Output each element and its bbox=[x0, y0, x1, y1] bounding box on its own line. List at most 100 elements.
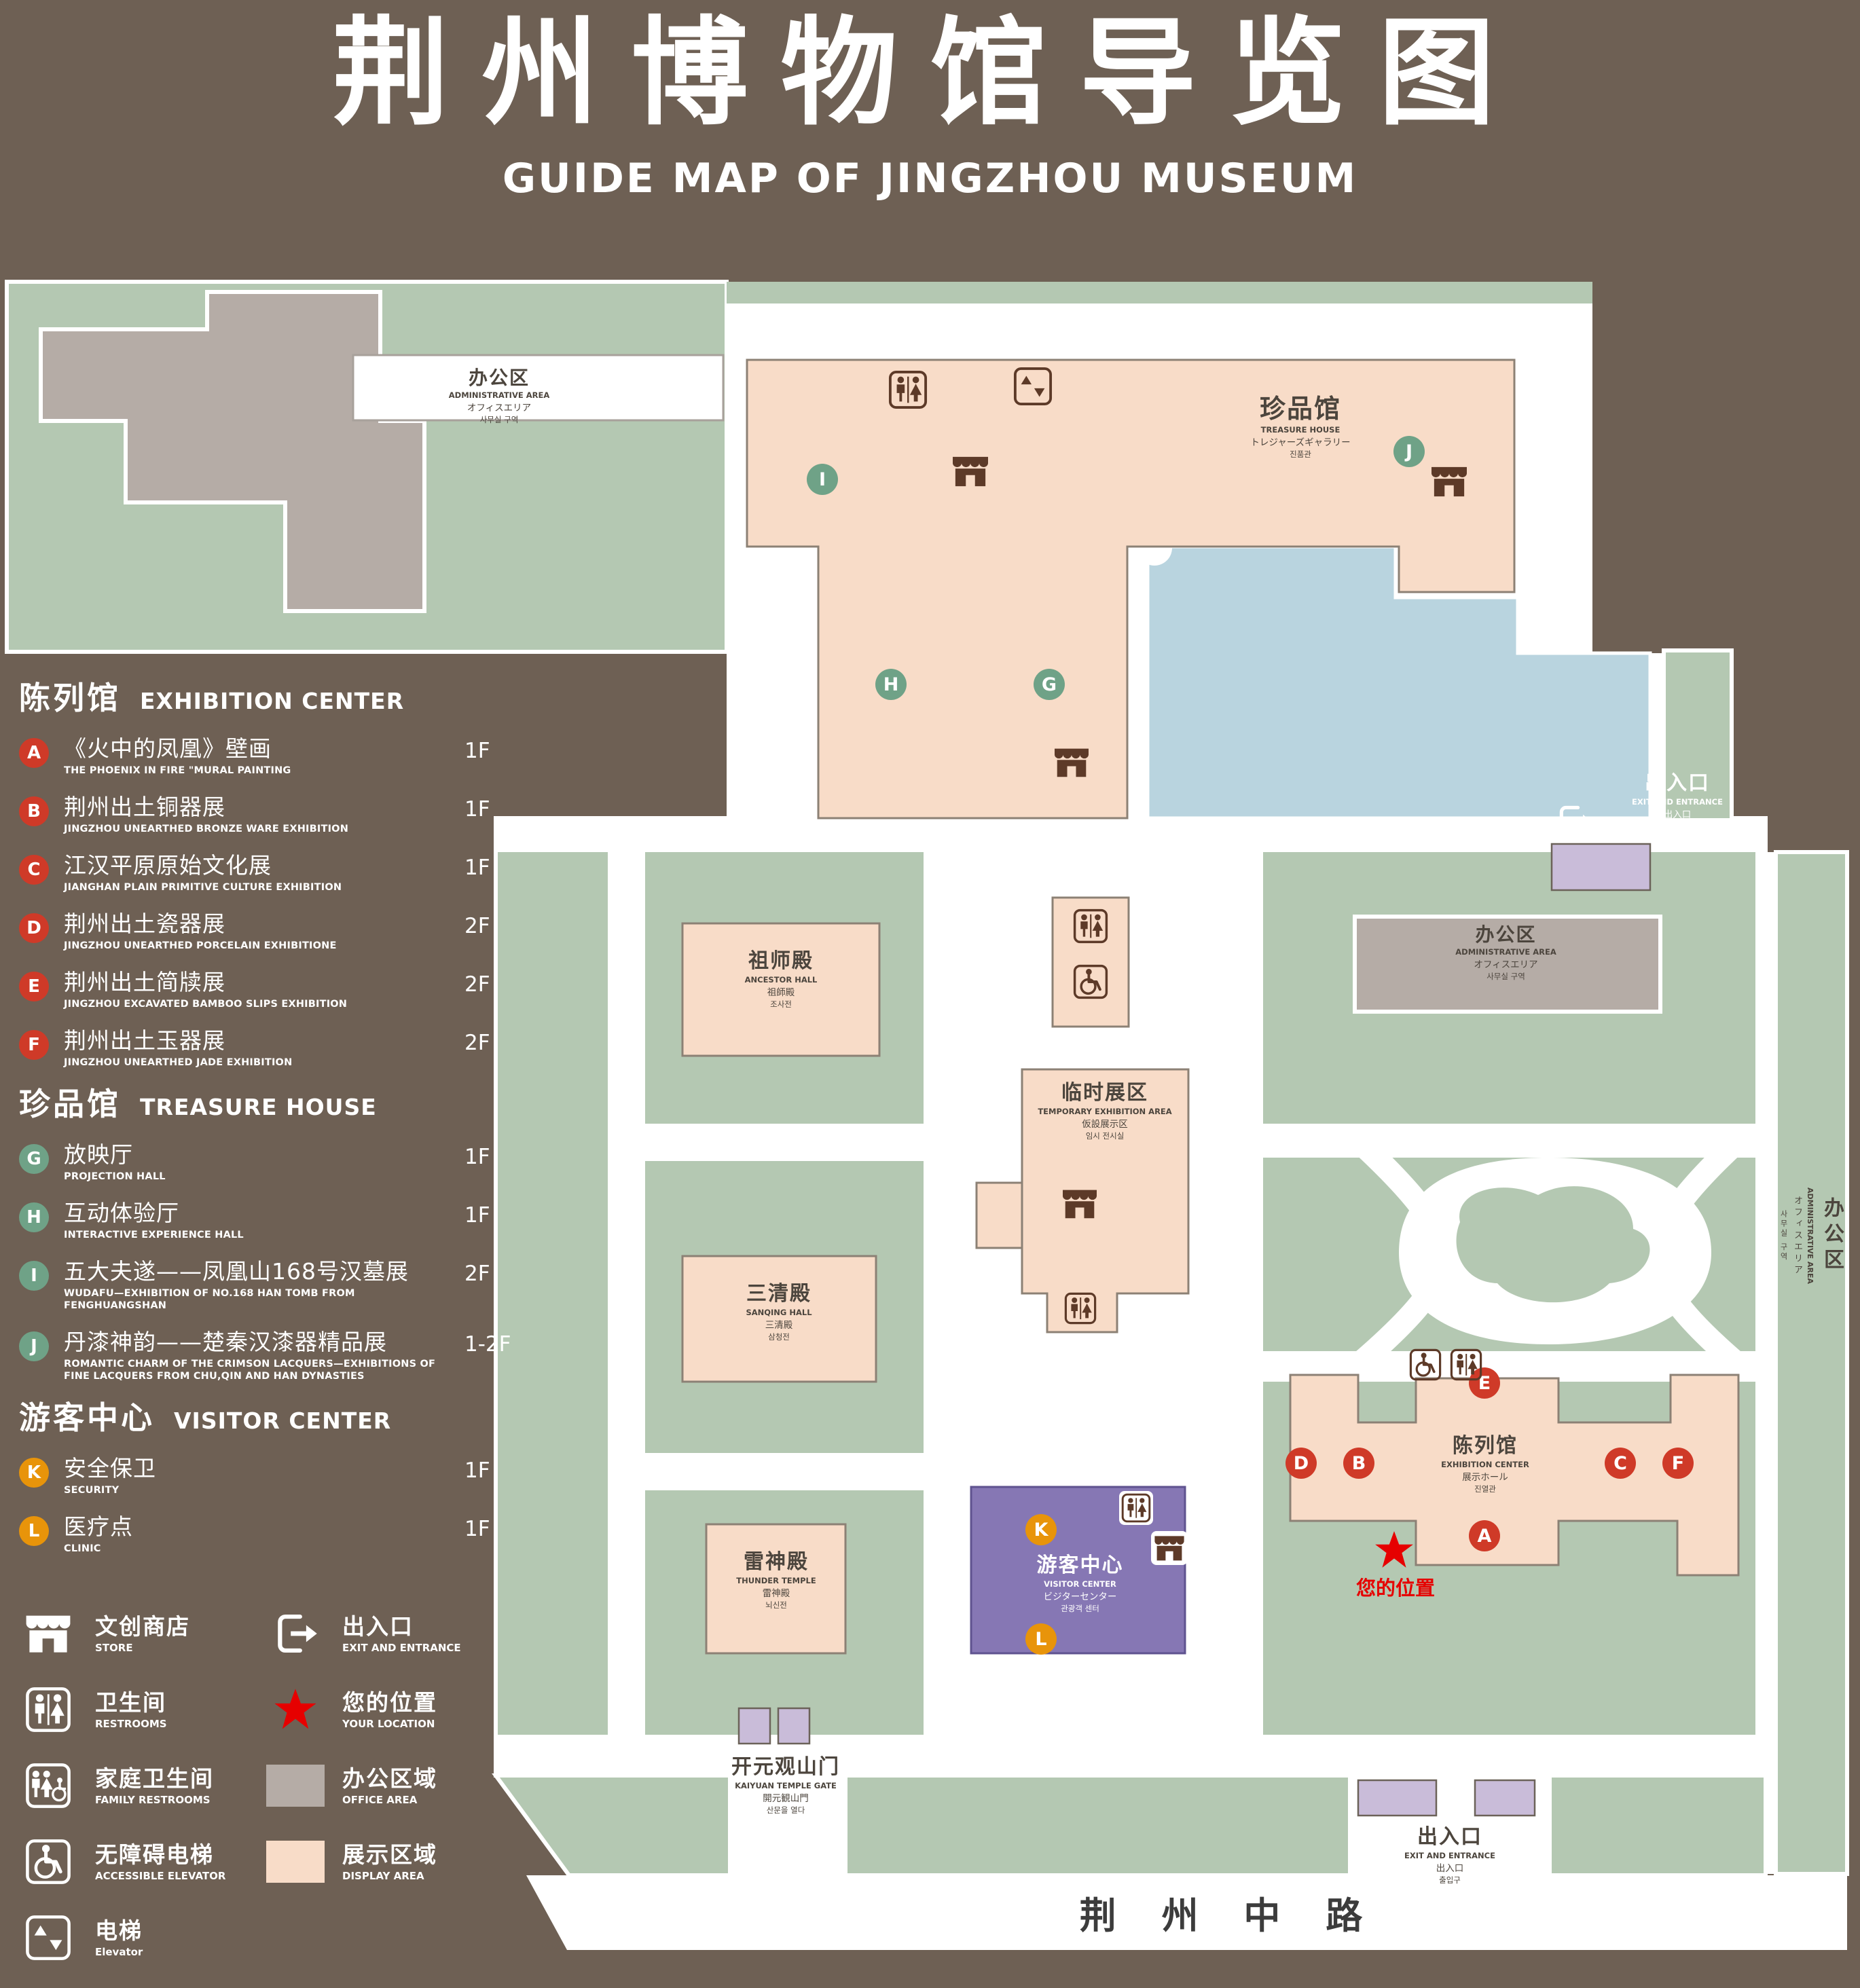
label-zh: 陈列馆 bbox=[1453, 1434, 1518, 1458]
label-ja: オフィスエリア bbox=[1792, 1195, 1802, 1276]
label-ko: 출입구 bbox=[1439, 1875, 1461, 1885]
legend-symbol-restrooms: 卫生间 RESTROOMS bbox=[19, 1684, 250, 1735]
legend-item-en: JINGZHOU UNEARTHED JADE EXHIBITION bbox=[64, 1057, 293, 1068]
east-entrance-structure bbox=[1550, 843, 1652, 891]
label-en: VISITOR CENTER bbox=[1044, 1579, 1116, 1589]
temporary-annex-building bbox=[975, 1181, 1023, 1249]
symbol-zh: 您的位置 bbox=[342, 1689, 437, 1716]
family-restroom-icon bbox=[19, 1760, 77, 1811]
exit-icon bbox=[1555, 803, 1593, 841]
legend-item-F: F 荆州出土玉器展 JINGZHOU UNEARTHED JADE EXHIBI… bbox=[19, 1028, 513, 1069]
label-en: TREASURE HOUSE bbox=[1260, 425, 1341, 435]
south-entrance-structure-1 bbox=[1357, 1779, 1438, 1817]
store-icon bbox=[1429, 464, 1469, 499]
map-marker-D: D bbox=[1285, 1448, 1317, 1479]
symbol-text: 无障碍电梯 ACCESSIBLE ELEVATOR bbox=[95, 1841, 225, 1882]
label-sanqing-hall: 三清殿 SANQING HALL 三清殿 삼청전 bbox=[714, 1282, 843, 1342]
legend-item-zh: 互动体验厅 bbox=[64, 1200, 179, 1226]
map-marker-B: B bbox=[1343, 1448, 1374, 1479]
restroom-icon bbox=[19, 1684, 77, 1735]
map-marker-L: L bbox=[1025, 1623, 1057, 1655]
legend-item-en: JIANGHAN PLAIN PRIMITIVE CULTURE EXHIBIT… bbox=[64, 882, 342, 893]
legend-item-H: H 互动体验厅 INTERACTIVE EXPERIENCE HALL 1F bbox=[19, 1200, 513, 1241]
treasure-house-building bbox=[746, 358, 1516, 820]
label-ja: オフィスエリア bbox=[467, 403, 532, 413]
symbol-en: STORE bbox=[95, 1642, 133, 1654]
restroom-icon bbox=[888, 370, 928, 409]
office-area-swatch bbox=[266, 1765, 325, 1807]
symbol-text: 办公区域 OFFICE AREA bbox=[342, 1765, 437, 1806]
marker-E: E bbox=[19, 972, 49, 1001]
label-ja: 展示ホール bbox=[1462, 1472, 1508, 1483]
legend-item-en: INTERACTIVE EXPERIENCE HALL bbox=[64, 1230, 244, 1240]
symbol-zh: 无障碍电梯 bbox=[95, 1841, 214, 1868]
legend-item-en: SECURITY bbox=[64, 1485, 120, 1496]
map-marker-K: K bbox=[1025, 1514, 1057, 1545]
legend-item-en: PROJECTION HALL bbox=[64, 1171, 166, 1182]
label-zh: 三清殿 bbox=[746, 1282, 812, 1306]
label-ja: 祖師殿 bbox=[767, 987, 795, 998]
pond bbox=[1146, 545, 1652, 820]
label-admin-top: 办公区 ADMINISTRATIVE AREA オフィスエリア 사무실 구역 bbox=[428, 367, 570, 425]
your-location-star-icon bbox=[266, 1684, 325, 1735]
label-ja: 雷神殿 bbox=[762, 1588, 790, 1599]
label-ja: 出入口 bbox=[1436, 1863, 1464, 1874]
legend-symbol-family-restrooms: 家庭卫生间 FAMILY RESTROOMS bbox=[19, 1760, 250, 1811]
symbol-text: 文创商店 STORE bbox=[95, 1613, 190, 1654]
label-ko: 임시 전시실 bbox=[1085, 1131, 1125, 1141]
store-icon bbox=[19, 1608, 77, 1659]
legend-item-zh: 荆州出土铜器展 bbox=[64, 794, 225, 820]
label-zh: 办公区 bbox=[1475, 923, 1537, 946]
page-title: 荆州博物馆导览图 bbox=[332, 5, 1528, 141]
symbol-en: OFFICE AREA bbox=[342, 1794, 418, 1806]
legend-item-en: JINGZHOU UNEARTHED PORCELAIN EXHIBITIONE bbox=[64, 940, 337, 951]
map-marker-I: I bbox=[807, 464, 838, 495]
map-marker-E: E bbox=[1469, 1367, 1500, 1399]
label-ko: 사무실 구역 bbox=[1487, 972, 1525, 981]
label-ja: 出入口 bbox=[1663, 809, 1692, 820]
page-subtitle: GUIDE MAP OF JINGZHOU MUSEUM bbox=[502, 155, 1358, 202]
legend-item-floor: 1F bbox=[464, 1517, 490, 1541]
symbol-en: Elevator bbox=[95, 1946, 143, 1958]
legend-item-en: ROMANTIC CHARM OF THE CRIMSON LACQUERS—E… bbox=[64, 1359, 436, 1382]
legend-item-text: 荆州出土瓷器展 JINGZHOU UNEARTHED PORCELAIN EXH… bbox=[64, 911, 464, 952]
ancestor-hall-building bbox=[681, 922, 881, 1057]
store-icon bbox=[951, 454, 990, 489]
legend-item-D: D 荆州出土瓷器展 JINGZHOU UNEARTHED PORCELAIN E… bbox=[19, 911, 513, 952]
road bbox=[526, 1875, 1847, 1950]
label-zh: 游客中心 bbox=[1036, 1553, 1124, 1577]
legend-item-en: JINGZHOU UNEARTHED BRONZE WARE EXHIBITIO… bbox=[64, 824, 349, 834]
label-ja: 開元観山門 bbox=[763, 1793, 809, 1804]
marker-H: H bbox=[19, 1202, 49, 1232]
map-marker-F: F bbox=[1662, 1448, 1694, 1479]
label-ko: 진품관 bbox=[1290, 449, 1311, 459]
legend-item-zh: 江汉平原原始文化展 bbox=[64, 852, 272, 879]
label-ko: 진열관 bbox=[1474, 1484, 1496, 1494]
right-strip-lawn bbox=[1774, 850, 1849, 1876]
legend-item-text: 放映厅 PROJECTION HALL bbox=[64, 1142, 464, 1183]
lawn-top-strip bbox=[727, 282, 1592, 303]
accessible-elevator-icon bbox=[1409, 1348, 1442, 1381]
label-kaiyuan-gate: 开元观山门 KAIYUAN TEMPLE GATE 開元観山門 산문을 열다 bbox=[694, 1755, 877, 1816]
restroom-icon bbox=[1450, 1348, 1482, 1381]
legend-section-heading: 游客中心 VISITOR CENTER bbox=[19, 1400, 513, 1435]
legend-item-B: B 荆州出土铜器展 JINGZHOU UNEARTHED BRONZE WARE… bbox=[19, 794, 513, 835]
label-ja: トレジャーズギャラリー bbox=[1250, 437, 1351, 448]
marker-G: G bbox=[19, 1144, 49, 1174]
label-zh: 祖师殿 bbox=[748, 949, 814, 973]
label-ko: 삼청전 bbox=[768, 1332, 790, 1342]
legend-item-L: L 医疗点 CLINIC 1F bbox=[19, 1514, 513, 1555]
legend-item-floor: 2F bbox=[464, 1262, 490, 1286]
marker-B: B bbox=[19, 796, 49, 826]
thunder-temple-building bbox=[705, 1523, 847, 1655]
legend-item-text: 互动体验厅 INTERACTIVE EXPERIENCE HALL bbox=[64, 1200, 464, 1241]
map-marker-H: H bbox=[875, 669, 907, 700]
legend-item-text: 荆州出土玉器展 JINGZHOU UNEARTHED JADE EXHIBITI… bbox=[64, 1028, 464, 1069]
admin-building-right bbox=[1353, 915, 1662, 1014]
legend-symbol-accessible-elevator: 无障碍电梯 ACCESSIBLE ELEVATOR bbox=[19, 1836, 250, 1888]
label-admin-right: 办公区 ADMINISTRATIVE AREA オフィスエリア 사무실 구역 bbox=[1433, 923, 1579, 982]
label-zh: 出入口 bbox=[1417, 1825, 1482, 1849]
label-zh: 办公区 bbox=[1820, 1197, 1844, 1274]
legend-item-zh: 荆州出土瓷器展 bbox=[64, 910, 225, 937]
label-temporary-exhibition: 临时展区 TEMPORARY EXHIBITION AREA 仮設展示区 임시 … bbox=[1027, 1081, 1183, 1141]
